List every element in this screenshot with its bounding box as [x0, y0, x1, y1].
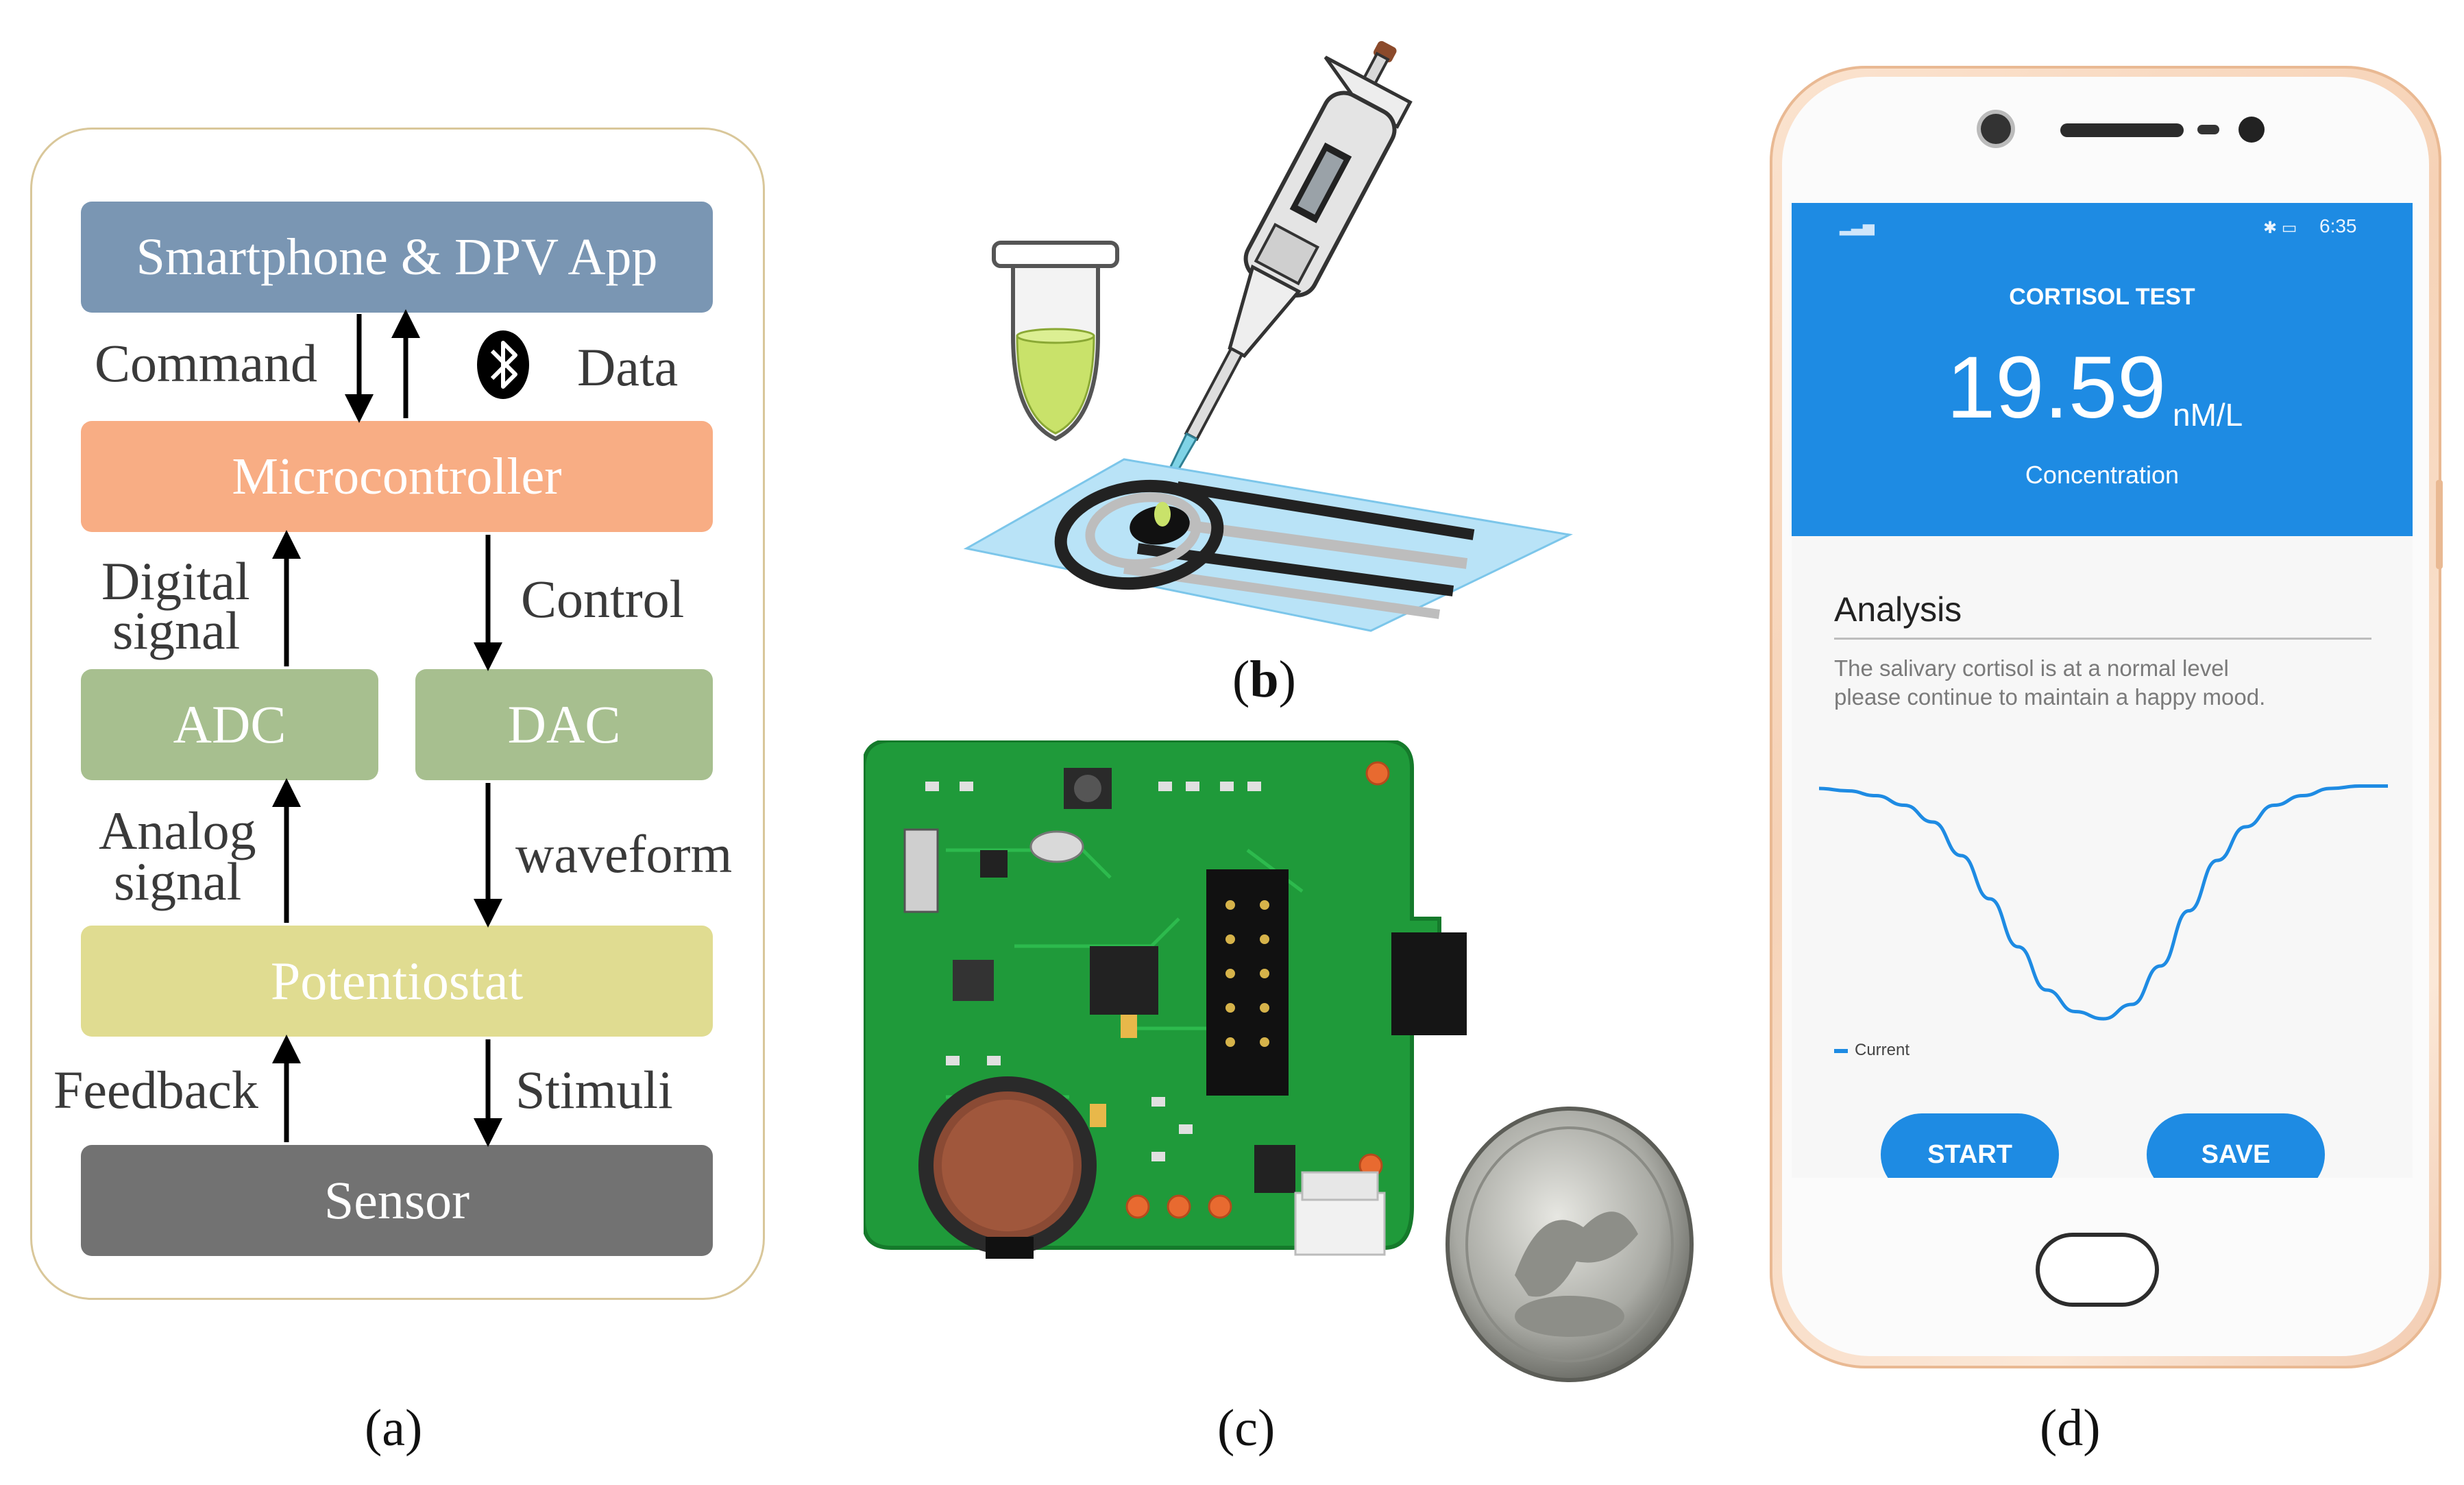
app-header: ▂▃▅ ✱ ▭ 6:35 CORTISOL TEST 19.59 nM/L Co…	[1792, 203, 2413, 536]
legend-swatch	[1834, 1049, 1848, 1053]
label-analog-signal: signal	[114, 852, 242, 911]
label-digital: Digital	[101, 551, 250, 611]
caption-c: (c)	[1217, 1399, 1276, 1457]
coin-icon	[1446, 1107, 1694, 1382]
start-button[interactable]: START	[1881, 1113, 2059, 1178]
label-control: Control	[521, 569, 685, 629]
label-data: Data	[577, 337, 679, 397]
bluetooth-icon	[477, 330, 529, 399]
status-icons: ✱ ▭	[2263, 219, 2297, 237]
pipette-icon	[1137, 40, 1413, 535]
concentration-label: Concentration	[2025, 461, 2180, 489]
pcb-board	[864, 740, 1467, 1259]
block-sensor: Sensor	[81, 1145, 713, 1256]
series-current-line	[1819, 784, 2388, 1021]
home-button[interactable]	[2036, 1233, 2159, 1307]
block-potentiostat: Potentiostat	[81, 926, 713, 1037]
earpiece-icon	[2060, 123, 2184, 137]
label-stimuli: Stimuli	[515, 1060, 673, 1120]
block-smartphone: Smartphone & DPV App	[81, 202, 713, 313]
current-chart	[1819, 784, 2388, 1021]
phone-screen: ▂▃▅ ✱ ▭ 6:35 CORTISOL TEST 19.59 nM/L Co…	[1792, 203, 2413, 1178]
panel-b-illustration	[992, 40, 1413, 535]
side-button	[2436, 480, 2443, 569]
label-digital-signal: signal	[112, 601, 241, 660]
signal-icon: ▂▃▅	[1840, 218, 1875, 235]
microtube-icon	[992, 241, 1119, 442]
analysis-title: Analysis	[1834, 590, 1962, 629]
sensor-icon	[2197, 125, 2219, 134]
legend-label: Current	[1855, 1041, 1910, 1059]
block-adc: ADC	[81, 669, 378, 780]
block-dac: DAC	[415, 669, 713, 780]
label-analog: Analog	[99, 801, 256, 860]
label-command: Command	[95, 333, 317, 393]
status-time: 6:35	[2319, 215, 2357, 237]
analysis-divider	[1834, 638, 2371, 640]
analysis-text-line-2: please continue to maintain a happy mood…	[1834, 684, 2266, 710]
save-button[interactable]: SAVE	[2147, 1113, 2325, 1178]
panel-a-arrows	[272, 309, 529, 1147]
concentration-unit: nM/L	[2173, 397, 2243, 433]
label-feedback: Feedback	[53, 1060, 258, 1120]
app-title: CORTISOL TEST	[2009, 284, 2195, 310]
panel-a-frame	[30, 128, 765, 1300]
block-microcontroller: Microcontroller	[81, 421, 713, 532]
front-camera-icon	[1981, 114, 2011, 144]
caption-a: (a)	[365, 1399, 423, 1457]
concentration-value: 19.59	[1947, 339, 2167, 437]
front-sensor-icon	[2239, 117, 2265, 143]
caption-b: (b)	[1232, 651, 1296, 708]
analysis-text-line-1: The salivary cortisol is at a normal lev…	[1834, 655, 2229, 681]
caption-d: (d)	[2040, 1399, 2101, 1457]
electrode-strip-icon	[963, 458, 1573, 632]
label-waveform: waveform	[515, 824, 733, 884]
